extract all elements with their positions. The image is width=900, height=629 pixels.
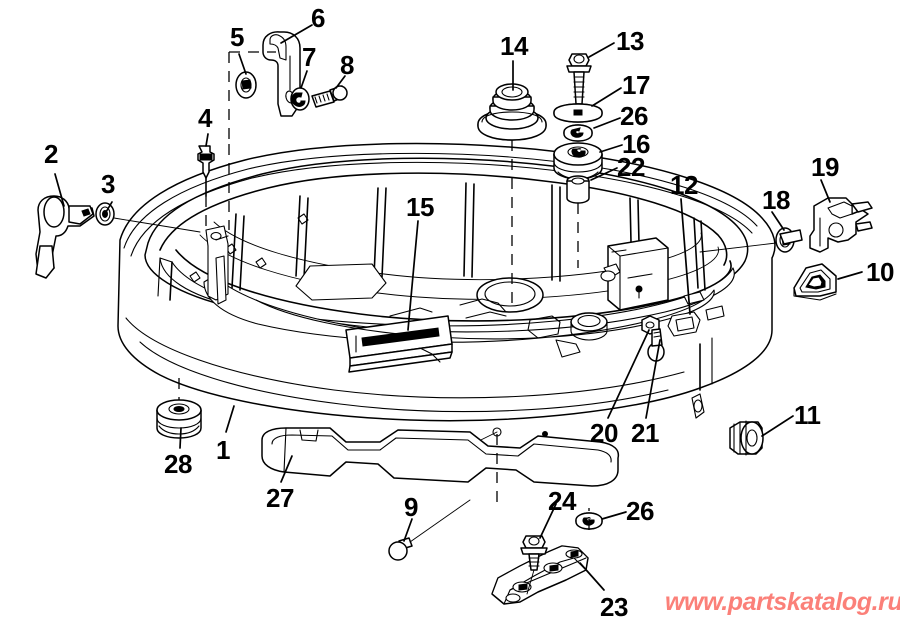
part-19-fuel-connector	[779, 197, 873, 253]
part-11-grommet	[729, 420, 764, 456]
part-17-flat-washer	[553, 103, 603, 123]
callout-label-20: 20	[590, 418, 618, 448]
callout-label-13: 13	[616, 26, 644, 56]
part-10-clamp-bracket	[793, 263, 837, 301]
callout-label-14: 14	[500, 31, 528, 61]
callout-label-5: 5	[230, 22, 244, 52]
callout-label-7: 7	[302, 42, 316, 72]
callout-label-27: 27	[266, 483, 294, 513]
callout-label-28: 28	[164, 449, 192, 479]
callout-label-4: 4	[198, 103, 212, 133]
callout-label-19: 19	[811, 152, 839, 182]
callout-label-17: 17	[622, 70, 650, 100]
callout-label-21: 21	[631, 418, 659, 448]
callout-label-6: 6	[311, 3, 325, 33]
part-23-transom-bracket	[491, 545, 589, 605]
callout-label-18: 18	[762, 185, 790, 215]
part-14-rubber-boot	[477, 83, 547, 141]
callout-label-26a: 26	[620, 101, 648, 131]
callout-label-15: 15	[406, 192, 434, 222]
callout-label-8: 8	[340, 50, 354, 80]
assembly-alignment-lines	[178, 51, 590, 530]
part-13-bolt	[566, 53, 592, 105]
callout-label-9: 9	[404, 492, 418, 522]
callout-label-1: 1	[216, 435, 230, 465]
callout-label-10: 10	[866, 257, 894, 287]
callout-label-22: 22	[617, 152, 645, 182]
site-watermark: www.partskatalog.ru	[665, 588, 900, 616]
callout-leader-lines	[54, 24, 863, 591]
callout-label-26b: 26	[626, 496, 654, 526]
part-28-grommet	[156, 399, 202, 439]
cover-seal-strip	[345, 315, 453, 373]
part-6-latch-hook	[262, 31, 301, 117]
callout-label-12: 12	[670, 170, 698, 200]
part-24-bolt	[520, 535, 548, 595]
part-9-screw	[388, 499, 471, 561]
callout-label-24: 24	[548, 486, 576, 516]
callout-label-3: 3	[101, 169, 115, 199]
part-5-washer	[235, 71, 257, 99]
lower-motor-cover-body	[117, 142, 776, 471]
callout-label-16: 16	[622, 129, 650, 159]
callout-label-2: 2	[44, 139, 58, 169]
part-22-spacer	[566, 175, 590, 204]
part-2-lever	[35, 195, 95, 279]
callout-label-11: 11	[794, 400, 821, 430]
callout-label-23: 23	[600, 592, 628, 622]
part-7-lock-washer	[290, 87, 310, 111]
part-4-grease-fitting	[197, 145, 215, 197]
lower-cover-seal-27	[261, 427, 620, 487]
part-8-screw	[311, 85, 348, 108]
part-26-lock-washer-upper	[563, 124, 593, 142]
part-16-rubber-mount	[553, 142, 603, 180]
electrical-bracket	[600, 237, 669, 311]
